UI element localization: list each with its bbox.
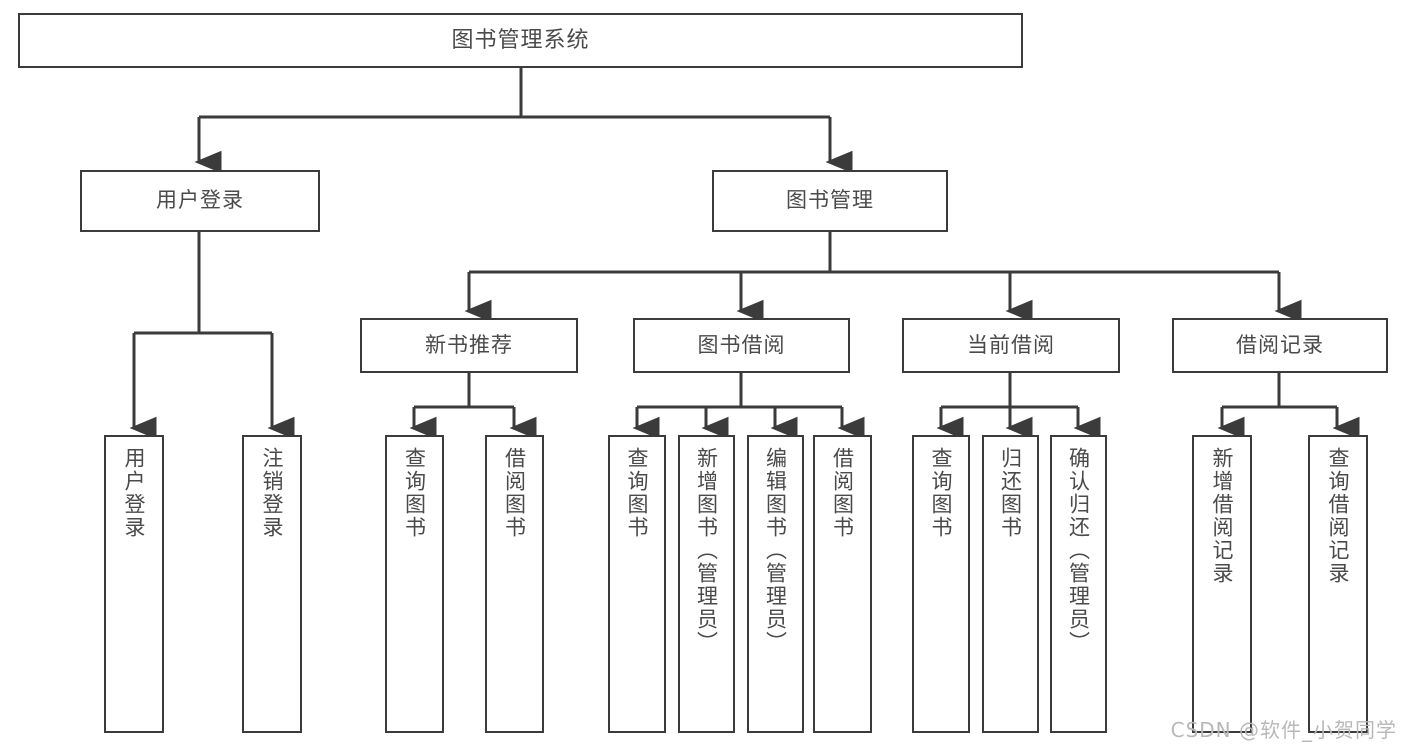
node-label: 借阅记录	[1236, 332, 1324, 357]
leaf-book-borrow-edit[interactable]: 编辑图书（管理员）	[747, 435, 804, 733]
leaf-current-borrow-confirm-return[interactable]: 确认归还（管理员）	[1050, 435, 1107, 733]
leaf-user-login-logout[interactable]: 注销登录	[242, 435, 302, 733]
node-label: 查询借阅记录	[1326, 447, 1351, 585]
node-label: 注销登录	[260, 447, 285, 539]
node-label: 归还图书	[998, 447, 1023, 539]
node-current-borrow[interactable]: 当前借阅	[902, 318, 1120, 373]
leaf-book-borrow-borrow[interactable]: 借阅图书	[813, 435, 872, 733]
node-label: 新增图书（管理员）	[694, 447, 719, 654]
node-new-book-recommend[interactable]: 新书推荐	[360, 318, 578, 373]
node-label: 当前借阅	[967, 332, 1055, 357]
node-label: 编辑图书（管理员）	[763, 447, 788, 654]
node-label: 查询图书	[625, 447, 650, 539]
node-label: 新增借阅记录	[1210, 447, 1235, 585]
node-user-login[interactable]: 用户登录	[80, 170, 320, 232]
csdn-watermark: CSDN @软件_小贺同学	[1170, 718, 1397, 742]
node-borrow-record[interactable]: 借阅记录	[1172, 318, 1388, 373]
node-label: 图书管理	[786, 188, 874, 213]
node-label: 确认归还（管理员）	[1066, 447, 1091, 654]
node-label: 借阅图书	[502, 447, 527, 539]
node-label: 查询图书	[929, 447, 954, 539]
node-label: 新书推荐	[425, 332, 513, 357]
node-book-management[interactable]: 图书管理	[712, 170, 948, 232]
node-label: 查询图书	[402, 447, 427, 539]
leaf-book-borrow-add[interactable]: 新增图书（管理员）	[678, 435, 735, 733]
leaf-user-login-login[interactable]: 用户登录	[104, 435, 164, 733]
node-label: 图书借阅	[697, 332, 786, 357]
node-label: 图书管理系统	[451, 27, 590, 53]
node-label: 借阅图书	[830, 447, 855, 539]
leaf-current-borrow-return[interactable]: 归还图书	[982, 435, 1039, 733]
leaf-book-borrow-query[interactable]: 查询图书	[608, 435, 666, 733]
leaf-current-borrow-query[interactable]: 查询图书	[912, 435, 970, 733]
leaf-borrow-record-add[interactable]: 新增借阅记录	[1192, 435, 1252, 733]
node-root-book-management-system[interactable]: 图书管理系统	[18, 13, 1023, 68]
leaf-new-book-query[interactable]: 查询图书	[385, 435, 444, 733]
node-label: 用户登录	[122, 447, 147, 539]
leaf-new-book-borrow[interactable]: 借阅图书	[485, 435, 544, 733]
node-label: 用户登录	[156, 188, 244, 213]
node-book-borrow[interactable]: 图书借阅	[633, 318, 850, 373]
leaf-borrow-record-query[interactable]: 查询借阅记录	[1308, 435, 1368, 733]
